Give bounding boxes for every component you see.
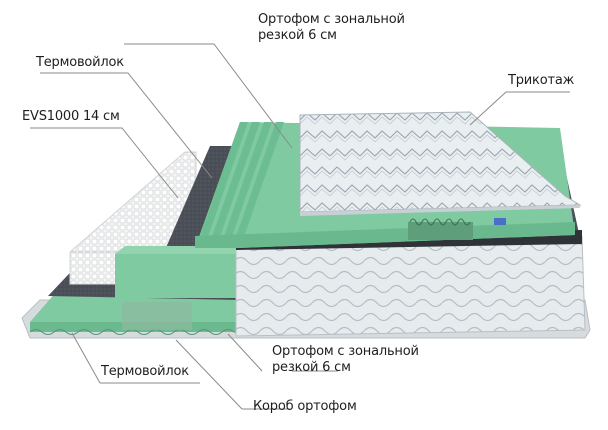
leader-lines — [30, 43, 570, 410]
knit-cover-panel — [299, 111, 582, 225]
label-springs: EVS1000 14 см — [22, 109, 120, 124]
label-text: резкой 6 см — [272, 360, 351, 375]
label-top-felt: Термовойлок — [36, 55, 124, 70]
side-foam-block — [115, 246, 240, 298]
label-knit-cover: Трикотаж — [508, 73, 575, 88]
label-box-orthofoam: Короб ортофом — [253, 399, 357, 414]
label-bottom-orthofoam: Ортофом с зональной резкой 6 см — [272, 344, 419, 376]
label-text: резкой 6 см — [258, 28, 337, 43]
label-bottom-felt: Термовойлок — [101, 364, 189, 379]
label-text: Ортофом с зональной — [272, 344, 419, 359]
label-top-orthofoam: Ортофом с зональной резкой 6 см — [258, 12, 405, 44]
label-text: Ортофом с зональной — [258, 12, 405, 27]
